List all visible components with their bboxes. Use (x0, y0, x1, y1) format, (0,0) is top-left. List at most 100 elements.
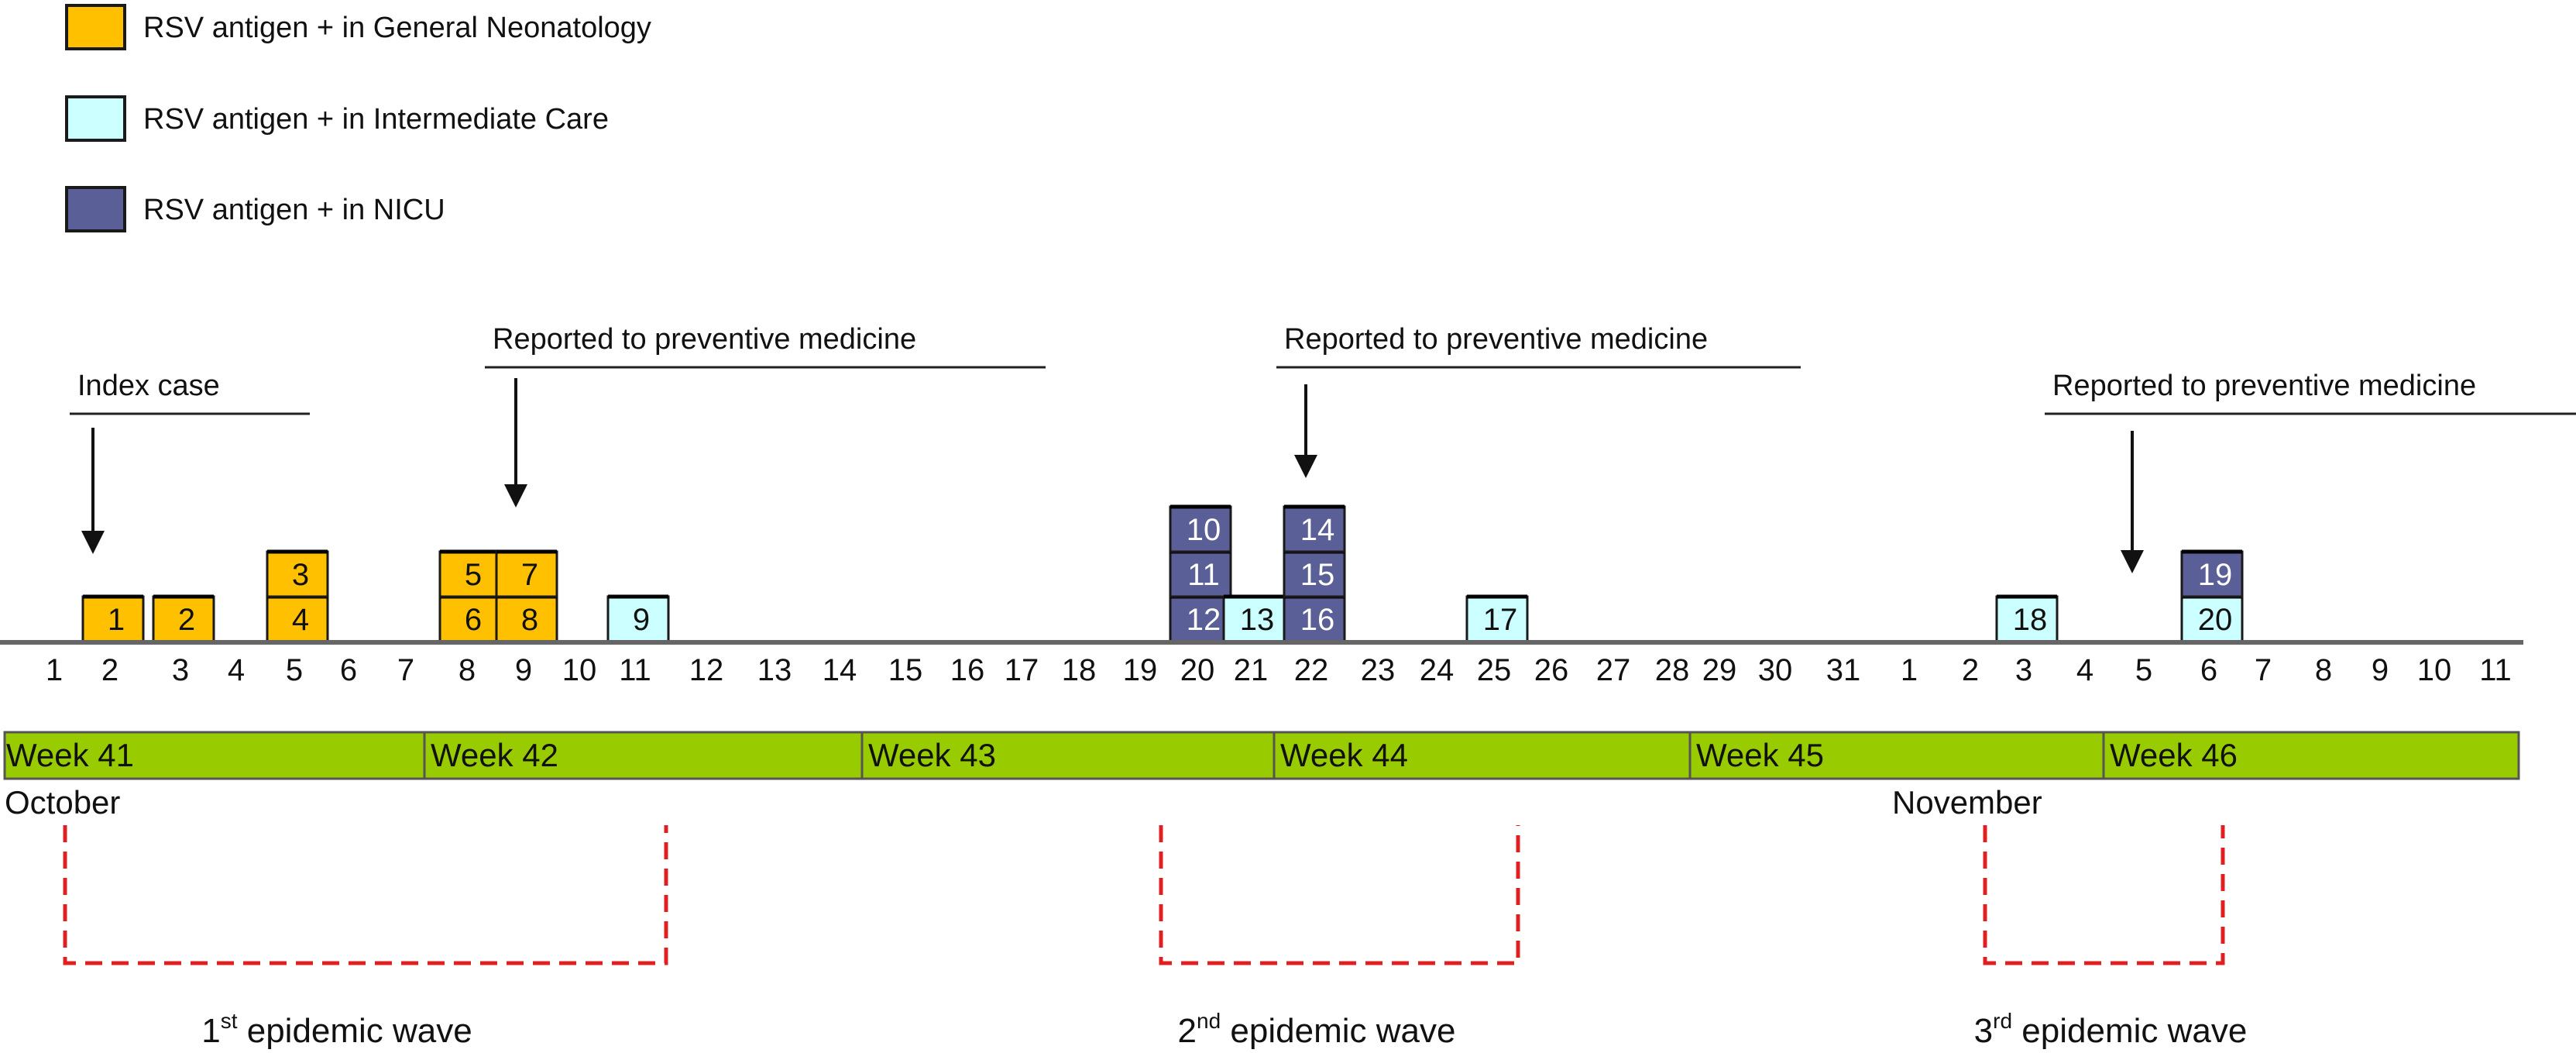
week-label: Week 43 (868, 737, 996, 773)
day-label: 2 (1962, 653, 1979, 687)
arrow-down-icon (2121, 550, 2144, 573)
legend-swatch (65, 4, 126, 50)
case-box: 9 (606, 594, 670, 643)
case-box-fill (1222, 595, 1286, 643)
wave-label: 2nd epidemic wave (1178, 1009, 1456, 1050)
case-box: 12 (1169, 594, 1232, 643)
day-label: 22 (1294, 653, 1329, 687)
day-label: 11 (619, 653, 651, 687)
day-label: 3 (172, 653, 189, 687)
week-label: Week 46 (2110, 737, 2238, 773)
day-label: 4 (2076, 653, 2093, 687)
wave-bracket (63, 825, 668, 965)
day-label: 9 (2372, 653, 2389, 687)
day-label: 8 (2315, 653, 2332, 687)
wave-ordinal-suffix: rd (1993, 1009, 2012, 1033)
epidemic-wave: 3rd epidemic wave (1974, 825, 2247, 1050)
case-number: 17 (1483, 603, 1518, 637)
wave-label: 1st epidemic wave (201, 1009, 472, 1050)
day-label: 31 (1826, 653, 1861, 687)
case-number: 18 (2013, 603, 2048, 637)
case-box: 3 (266, 549, 329, 598)
case-box: 19 (2180, 549, 2244, 598)
case-box: 6 (438, 594, 502, 643)
legend-label: RSV antigen + in Intermediate Care (143, 103, 609, 136)
day-label: 23 (1361, 653, 1396, 687)
case-number: 20 (2198, 603, 2233, 637)
day-label: 28 (1655, 653, 1690, 687)
case-box: 7 (495, 549, 558, 598)
case-box-fill (1283, 595, 1346, 643)
day-label: 18 (1062, 653, 1097, 687)
case-number: 14 (1300, 513, 1335, 547)
day-label: 21 (1234, 653, 1269, 687)
day-label: 19 (1123, 653, 1158, 687)
day-label: 3 (2015, 653, 2032, 687)
case-box: 11 (1169, 549, 1232, 598)
epidemic-wave: 1st epidemic wave (63, 825, 668, 1050)
day-label: 20 (1180, 653, 1215, 687)
case-box-fill (495, 550, 558, 598)
day-label: 11 (2479, 653, 2512, 687)
case-box-fill (81, 595, 145, 643)
day-label: 17 (1005, 653, 1039, 687)
case-box-fill (1283, 550, 1346, 598)
day-label: 15 (888, 653, 923, 687)
case-number: 5 (465, 558, 482, 592)
day-label: 4 (228, 653, 245, 687)
case-box: 15 (1283, 549, 1346, 598)
day-label: 6 (2200, 653, 2217, 687)
day-label: 14 (823, 653, 857, 687)
day-label: 9 (515, 653, 532, 687)
week-label: Week 44 (1280, 737, 1408, 773)
legend-swatch (65, 95, 126, 142)
wave-ordinal-suffix: nd (1197, 1009, 1221, 1033)
case-box-fill (606, 595, 670, 643)
week-label: Week 45 (1696, 737, 1824, 773)
annotation-label: Index case (77, 370, 220, 402)
case-box: 17 (1465, 594, 1529, 643)
case-box: 5 (438, 549, 502, 598)
day-label: 7 (397, 653, 414, 687)
annotation-label: Reported to preventive medicine (2052, 370, 2476, 402)
wave-ordinal: 1 (201, 1012, 220, 1050)
case-number: 2 (178, 603, 195, 637)
week-label: Week 41 (6, 737, 134, 773)
week-label: Week 42 (431, 737, 558, 773)
day-label: 5 (286, 653, 303, 687)
case-number: 9 (633, 603, 650, 637)
day-label: 6 (340, 653, 357, 687)
case-number: 15 (1300, 558, 1335, 592)
day-label: 12 (689, 653, 724, 687)
case-box: 8 (495, 594, 558, 643)
case-number: 19 (2198, 558, 2233, 592)
case-box: 13 (1222, 594, 1286, 643)
legend-item: RSV antigen + in General Neonatology (65, 4, 651, 50)
case-box: 14 (1283, 504, 1346, 553)
day-label: 16 (950, 653, 985, 687)
report-annotation: Reported to preventive medicine (1276, 323, 1801, 478)
wave-text: epidemic wave (1221, 1012, 1455, 1050)
day-label: 7 (2255, 653, 2272, 687)
case-number: 12 (1187, 603, 1221, 637)
case-box: 16 (1283, 594, 1346, 643)
case-box-fill (495, 595, 558, 643)
day-label: 30 (1758, 653, 1793, 687)
legend-label: RSV antigen + in General Neonatology (143, 12, 651, 44)
wave-ordinal: 2 (1178, 1012, 1197, 1050)
day-label: 8 (459, 653, 476, 687)
case-box: 1 (81, 594, 145, 643)
case-box: 10 (1169, 504, 1232, 553)
case-number: 16 (1300, 603, 1335, 637)
case-box-fill (438, 550, 502, 598)
day-label: 5 (2135, 653, 2152, 687)
day-label: 10 (562, 653, 597, 687)
wave-bracket (1159, 825, 1520, 965)
case-number: 1 (108, 603, 125, 637)
month-label-november: November (1892, 784, 2042, 821)
annotation-label: Reported to preventive medicine (493, 323, 916, 356)
case-number: 4 (292, 603, 309, 637)
annotation-label: Reported to preventive medicine (1284, 323, 1708, 356)
arrow-down-icon (81, 531, 105, 554)
